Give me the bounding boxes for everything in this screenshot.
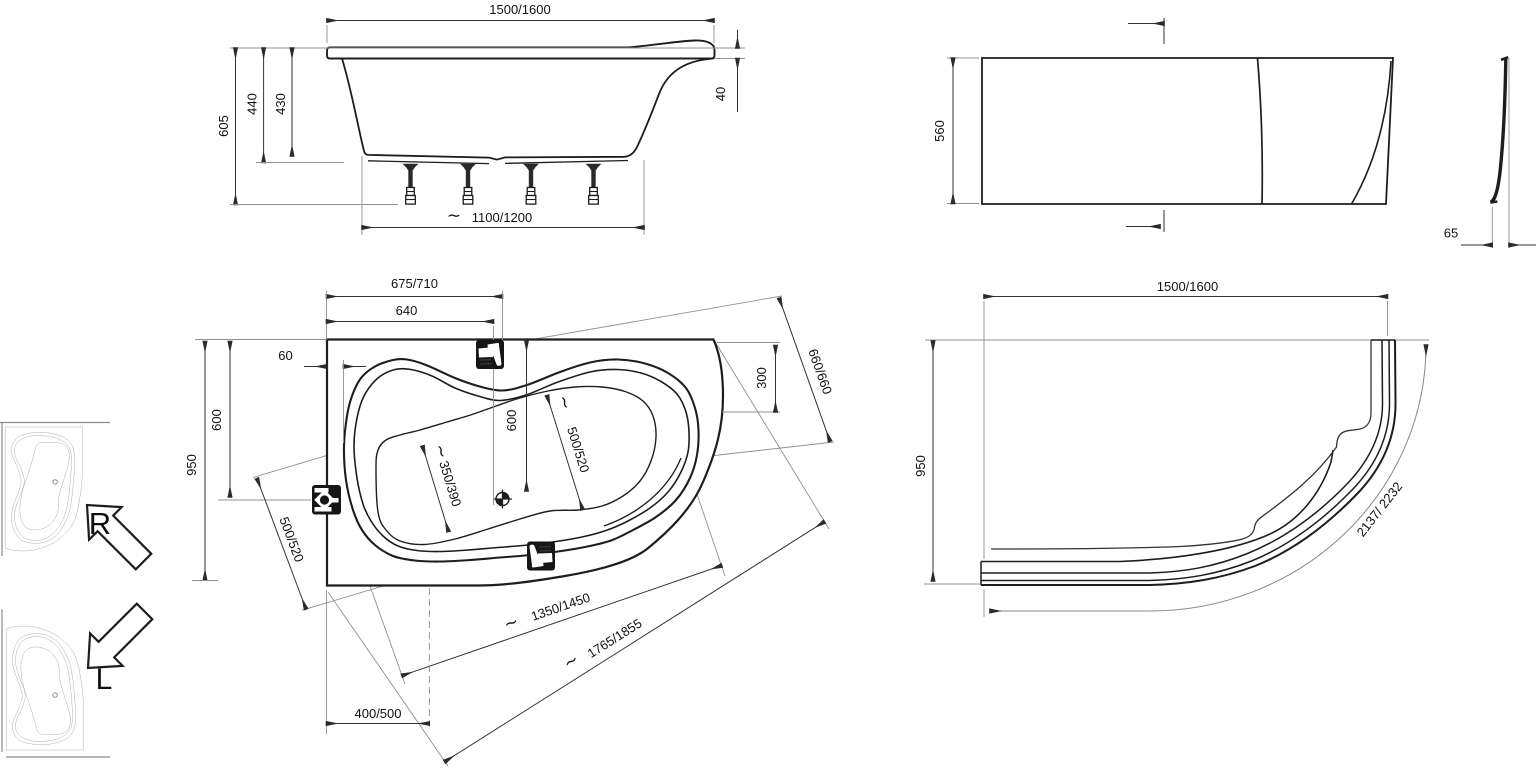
svg-text:400/500: 400/500 xyxy=(355,706,402,721)
svg-text:950: 950 xyxy=(184,454,199,476)
svg-text:300: 300 xyxy=(754,367,769,389)
svg-text:1500/1600: 1500/1600 xyxy=(1157,279,1218,294)
svg-text:60: 60 xyxy=(278,348,292,363)
svg-text:560: 560 xyxy=(932,120,947,142)
svg-text:L: L xyxy=(96,663,113,696)
svg-text:∼: ∼ xyxy=(447,206,461,225)
svg-text:R: R xyxy=(89,506,111,541)
svg-text:∼: ∼ xyxy=(430,442,452,461)
svg-text:65: 65 xyxy=(1444,226,1458,241)
svg-text:1100/1200: 1100/1200 xyxy=(472,210,533,225)
svg-text:440: 440 xyxy=(245,93,260,115)
svg-text:600: 600 xyxy=(504,410,519,432)
svg-text:675/710: 675/710 xyxy=(391,276,438,291)
svg-text:605: 605 xyxy=(216,115,231,137)
svg-text:1500/1600: 1500/1600 xyxy=(489,2,550,17)
svg-text:∼: ∼ xyxy=(554,393,576,412)
svg-text:430: 430 xyxy=(273,93,288,115)
svg-text:40: 40 xyxy=(713,87,728,101)
svg-text:600: 600 xyxy=(209,409,224,431)
svg-text:640: 640 xyxy=(396,303,418,318)
svg-text:950: 950 xyxy=(913,455,928,477)
